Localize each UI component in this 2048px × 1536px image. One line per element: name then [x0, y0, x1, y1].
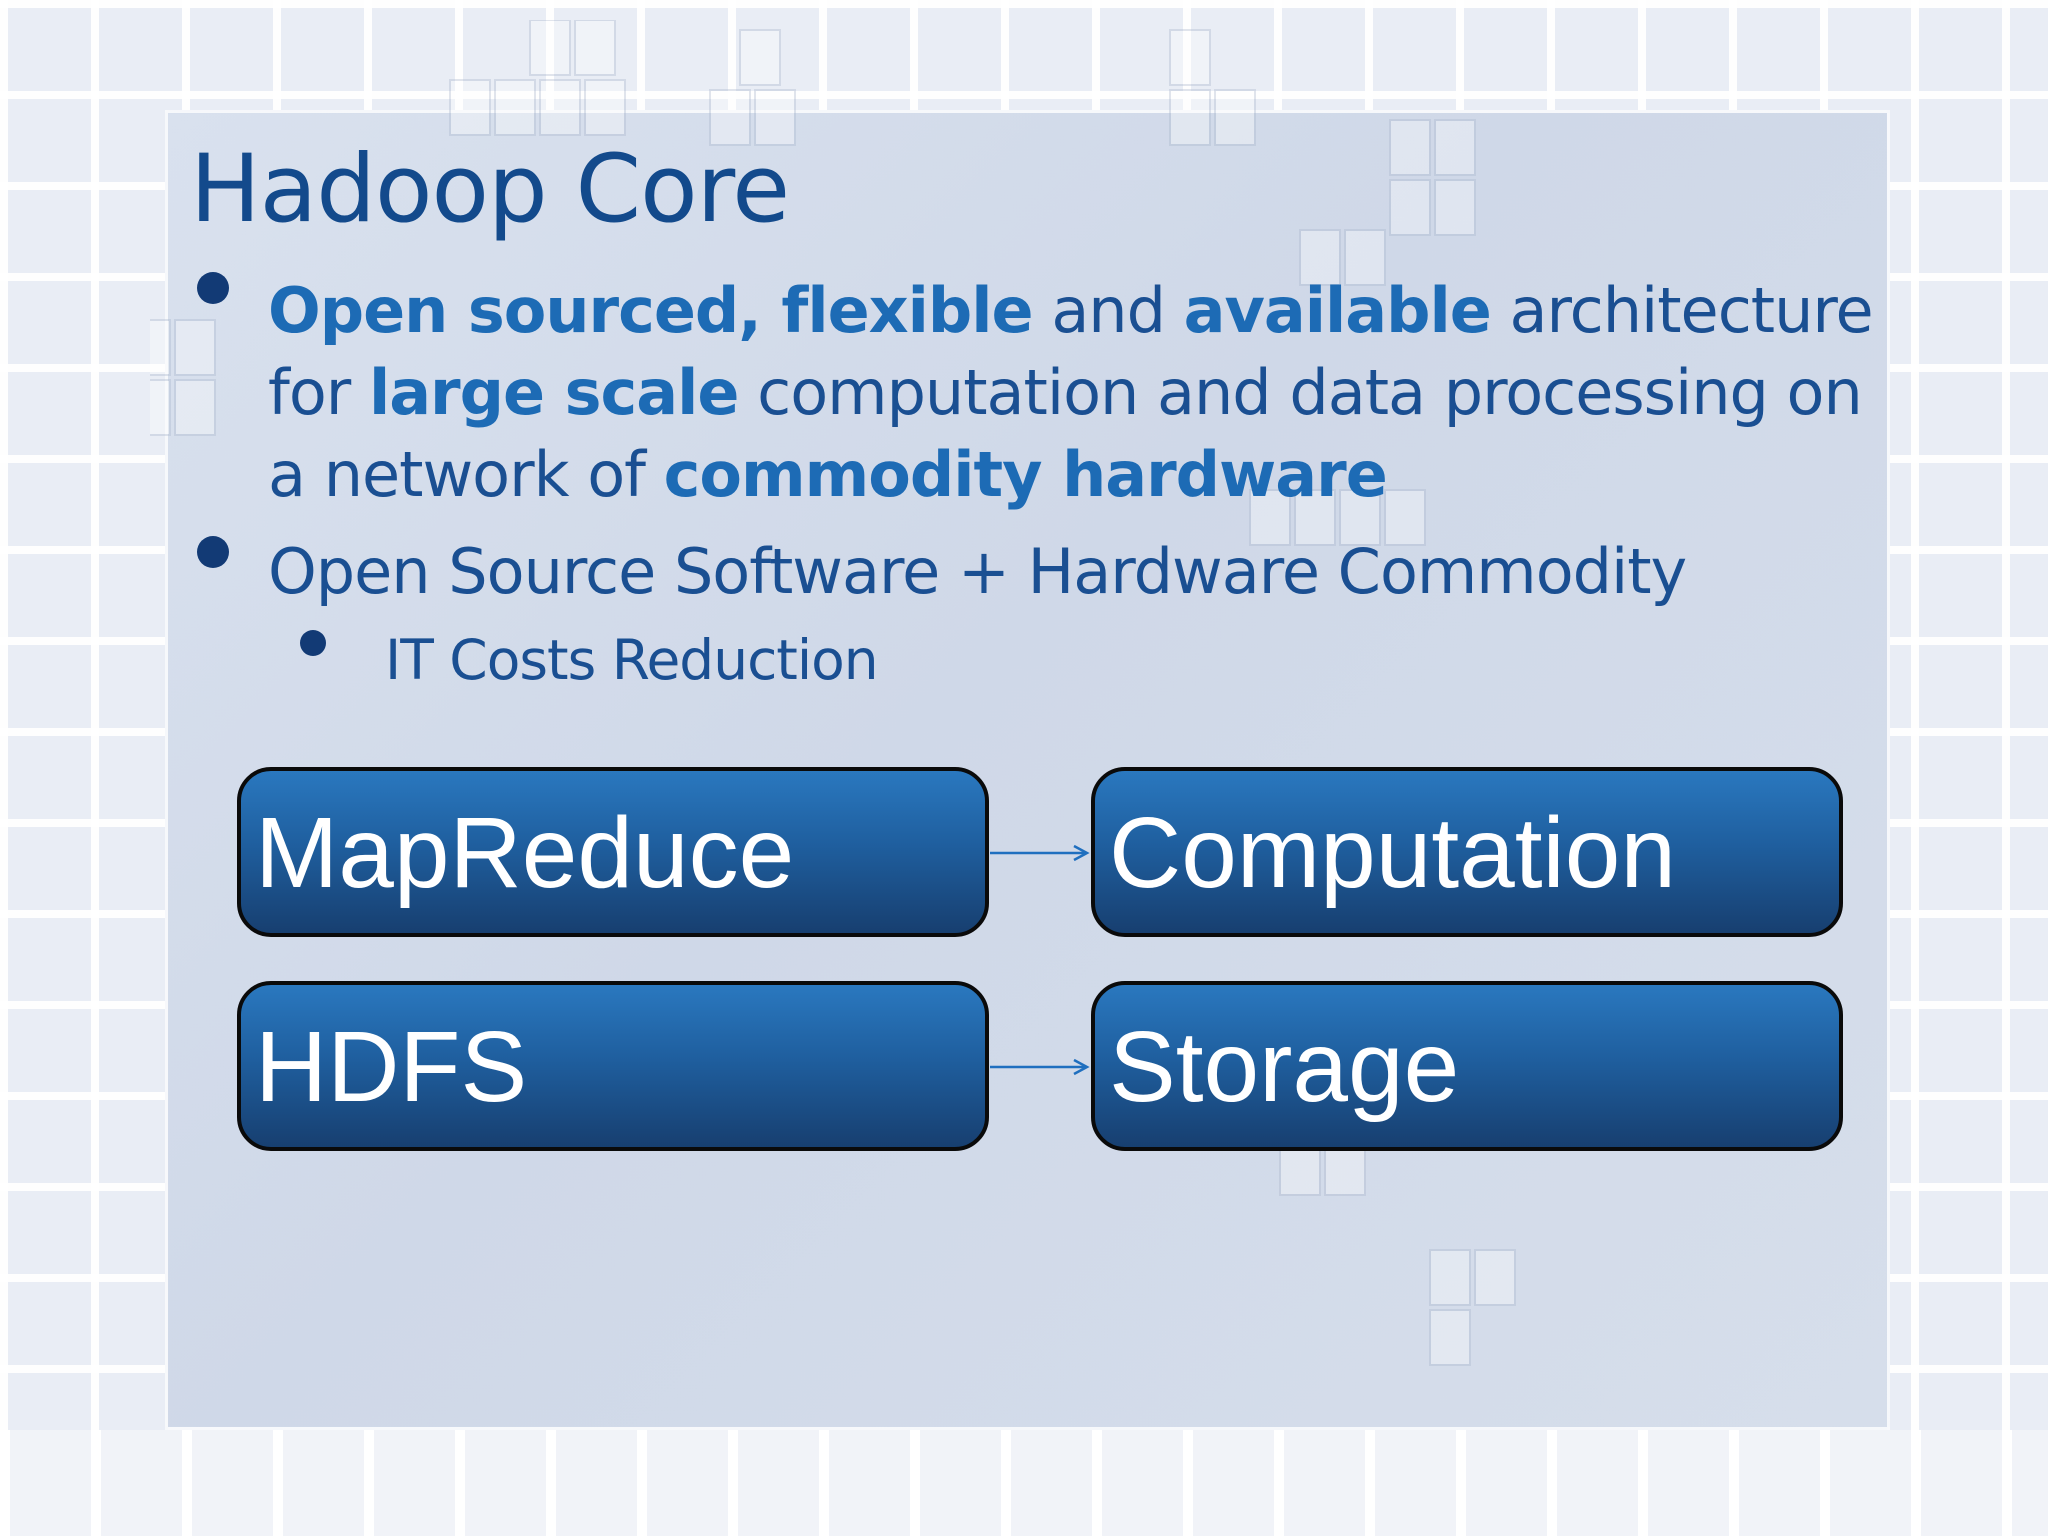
highlight-text: available: [1183, 274, 1492, 347]
highlight-text: Open sourced, flexible: [268, 274, 1034, 347]
mapreduce-label: MapReduce: [255, 797, 795, 909]
arrow-hdfs-to-storage: [990, 1058, 1090, 1076]
hdfs-box: HDFS: [237, 981, 989, 1151]
body-text: computation and data processing on: [738, 356, 1863, 429]
storage-box: Storage: [1091, 981, 1843, 1151]
body-text: and: [1032, 274, 1184, 347]
slide-title: Hadoop Core: [190, 135, 790, 244]
bullet-architecture: Open sourced, flexible and available arc…: [268, 270, 1874, 516]
body-text: a network of: [268, 438, 664, 511]
bullet-line: a network of commodity hardware: [268, 434, 1873, 516]
mapreduce-box: MapReduce: [237, 767, 989, 937]
hdfs-label: HDFS: [255, 1011, 528, 1123]
bullet-dot: [197, 536, 229, 568]
computation-box: Computation: [1091, 767, 1843, 937]
arrow-mapreduce-to-computation: [990, 844, 1090, 862]
body-text: architecture: [1490, 274, 1874, 347]
body-text: for: [268, 356, 369, 429]
sub-bullet-it-costs: IT Costs Reduction: [385, 628, 879, 692]
highlight-text: large scale: [368, 356, 739, 429]
bullet-open-source: Open Source Software + Hardware Commodit…: [268, 535, 1687, 608]
bullet-dot: [197, 272, 229, 304]
computation-label: Computation: [1109, 797, 1676, 909]
sub-bullet-dot: [300, 630, 326, 656]
bullet-line: Open sourced, flexible and available arc…: [268, 270, 1874, 352]
bullet-line: for large scale computation and data pro…: [268, 352, 1873, 434]
highlight-text: commodity hardware: [663, 438, 1388, 511]
slide-bottom-strip: [0, 1430, 2048, 1536]
storage-label: Storage: [1109, 1011, 1460, 1123]
